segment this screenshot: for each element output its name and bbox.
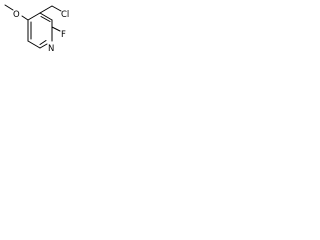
bond-c6-c5 [27, 40, 41, 49]
fluorine-label: F [61, 30, 66, 40]
bond-o-methyl [4, 4, 14, 11]
chlorine-label: Cl [61, 10, 69, 20]
bond-ch2-cl [51, 5, 62, 12]
bond-n1-c6-double [39, 40, 47, 45]
bond-c3-c2 [39, 12, 53, 21]
bond-c2-f [51, 26, 61, 32]
bond-c3-c2-double [40, 16, 51, 22]
bond-c3-ch2 [39, 5, 53, 14]
bond-c4-o [21, 15, 29, 21]
oxygen-label: O [13, 10, 20, 20]
nitrogen-label: N [48, 44, 54, 54]
bond-n1-c6 [39, 43, 48, 49]
bond-c4-c3 [27, 12, 41, 21]
structure-canvas: O Cl F N [0, 0, 91, 66]
molecule-structure: O Cl F N [4, 4, 69, 54]
